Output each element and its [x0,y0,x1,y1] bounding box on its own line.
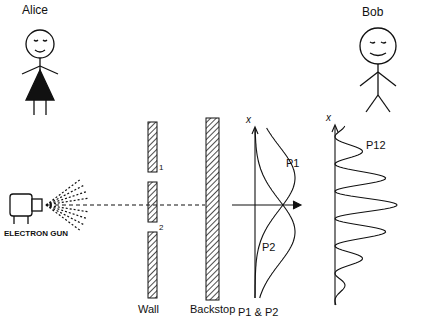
slit-number: 1 [159,164,163,172]
spray-line [46,205,83,224]
spray-line [46,192,86,205]
spray-line [46,180,80,205]
curve-label: P1 [286,158,299,169]
graph-name: P1 & P2 [238,307,278,318]
person-name: Alice [22,4,48,16]
wall [148,122,157,298]
spray-line [46,198,88,205]
curve-label: P2 [262,242,275,253]
slit-number: 2 [159,224,163,232]
part-name: Wall [138,304,159,315]
axis-label: x [326,113,331,123]
p1-p2-graph [232,127,301,298]
device-label: ELECTRON GUN [4,230,68,238]
part-name: Backstop [190,304,235,315]
spray-line [46,205,86,218]
alice-figure [22,30,58,115]
person-name: Bob [362,6,383,18]
curve-label: P12 [366,140,386,151]
beam-line [48,204,205,205]
electron-spray [46,180,88,230]
spray-line [46,186,83,205]
axis-label: x [246,115,251,125]
backstop [206,118,219,300]
electron-gun [10,194,42,224]
spray-line [46,205,80,230]
p12-graph [332,125,397,305]
bob-figure [360,28,396,112]
spray-line [46,205,88,212]
